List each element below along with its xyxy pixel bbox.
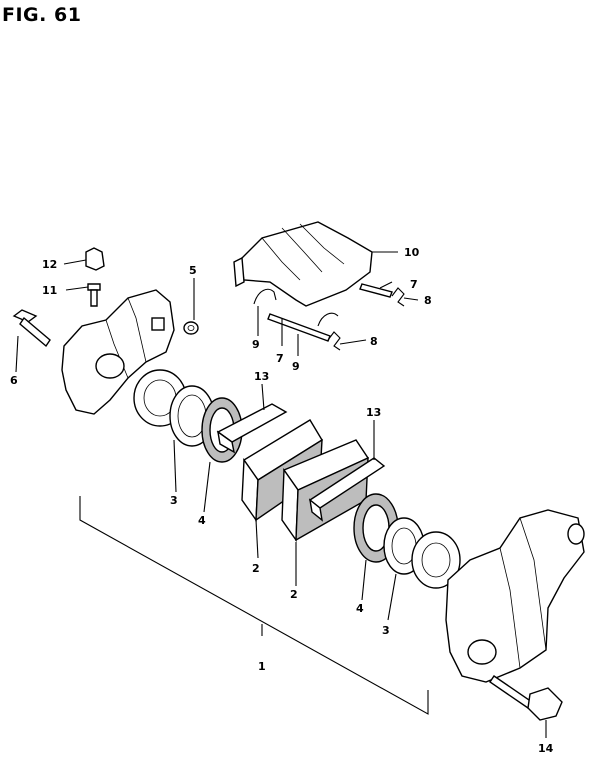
- pin-clip-lower: [327, 331, 341, 351]
- callouts: 1 2 2 3 3 4 4 5 6 7 7 8 8 9 9 10 11 12 1…: [10, 246, 554, 755]
- pad-spring-right: [317, 312, 339, 327]
- callout-5: 5: [189, 264, 197, 277]
- bleeder-valve: [87, 283, 101, 307]
- callout-4-left: 4: [198, 514, 206, 527]
- pad-pin-upper: [359, 283, 393, 298]
- assembly-bracket: [79, 496, 429, 715]
- mounting-bolt: [489, 675, 563, 721]
- pad-cover: [233, 221, 373, 307]
- callout-7-upper: 7: [410, 278, 418, 291]
- figure-title: FIG. 61: [2, 4, 82, 26]
- callout-1: 1: [258, 660, 266, 673]
- bleeder-cap: [85, 247, 105, 271]
- pin-clip-upper: [391, 287, 405, 307]
- callout-6: 6: [10, 374, 18, 387]
- callout-4-right: 4: [356, 602, 364, 615]
- callout-8-lower: 8: [370, 335, 378, 348]
- callout-2-right: 2: [290, 588, 298, 601]
- callout-13-left: 13: [254, 370, 269, 383]
- callout-3-right: 3: [382, 624, 390, 637]
- leader-lines: [15, 251, 547, 738]
- callout-7-lower: 7: [276, 352, 284, 365]
- piston-right: [411, 531, 461, 589]
- caliper-housing-left: [61, 289, 175, 415]
- pad-spring-left: [253, 288, 277, 305]
- callout-12: 12: [42, 258, 57, 271]
- pad-shim-right: [308, 457, 386, 522]
- callout-3-left: 3: [170, 494, 178, 507]
- callout-14: 14: [538, 742, 554, 755]
- pin-bolt: [12, 309, 51, 348]
- callout-8-upper: 8: [424, 294, 432, 307]
- callout-13-right: 13: [366, 406, 381, 419]
- plug: [183, 321, 199, 335]
- callout-11: 11: [42, 284, 57, 297]
- callout-2-left: 2: [252, 562, 260, 575]
- callout-10: 10: [404, 246, 420, 259]
- pad-shim-left: [216, 403, 288, 454]
- caliper-housing-right: [445, 509, 585, 683]
- callout-9-left: 9: [252, 338, 260, 351]
- pad-pin-lower: [267, 313, 331, 342]
- callout-9-right: 9: [292, 360, 300, 373]
